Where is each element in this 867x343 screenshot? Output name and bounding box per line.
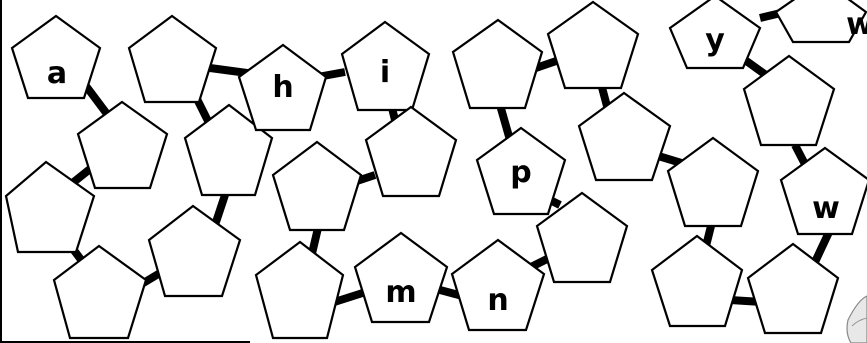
letter-h: h — [272, 70, 293, 105]
pentagon — [78, 102, 167, 188]
corner-doodle-icon — [847, 296, 867, 343]
chain-link — [215, 195, 225, 225]
pentagon — [366, 107, 456, 196]
letter-i: i — [380, 55, 390, 90]
letter-p: p — [510, 155, 531, 190]
pentagon — [54, 246, 146, 338]
letter-a: a — [47, 56, 67, 91]
pentagon — [668, 138, 758, 226]
pentagon-shapes — [6, 0, 867, 338]
letter-y: y — [705, 23, 725, 58]
letter-n: n — [487, 283, 508, 318]
letter-w-top: w — [846, 7, 867, 42]
pentagon — [579, 93, 670, 180]
pentagon — [256, 242, 343, 338]
pentagon — [273, 142, 361, 230]
letter-w: w — [812, 191, 840, 226]
letter-m: m — [385, 275, 416, 310]
pentagon — [748, 244, 838, 333]
pentagon — [453, 20, 542, 108]
chain-link — [500, 105, 510, 140]
pentagon — [129, 16, 216, 102]
pentagon — [149, 206, 240, 296]
pentagon — [652, 236, 742, 326]
pentagon — [548, 2, 638, 88]
